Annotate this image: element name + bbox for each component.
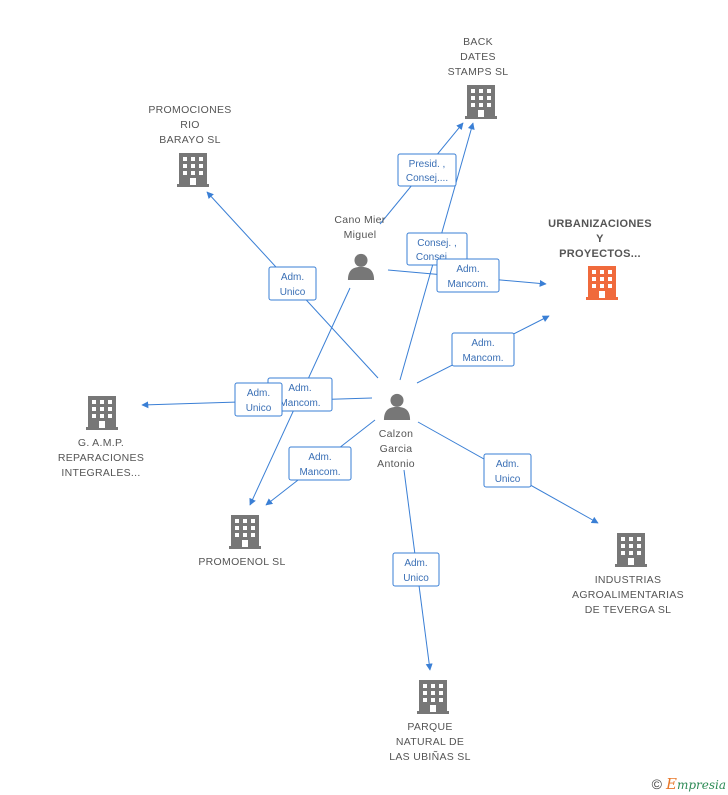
company-node-parque[interactable]: PARQUE NATURAL DE LAS UBIÑAS SL (389, 680, 471, 763)
relation-label-line: Adm. (308, 452, 331, 463)
building-icon (465, 85, 497, 119)
node-label-line: INDUSTRIAS (595, 574, 662, 586)
relation-label-consej[interactable]: Consej. , Consej.... (406, 232, 468, 266)
relation-label-line: Adm. (281, 272, 304, 283)
company-node-gamp[interactable]: G. A.M.P. REPARACIONES INTEGRALES... (58, 396, 144, 479)
node-label-line: Calzon (379, 428, 413, 440)
relation-label-line: Mancom. (279, 398, 320, 409)
node-label-line: DE TEVERGA SL (585, 604, 672, 616)
relation-label-line: Adm. (496, 459, 519, 470)
relation-label-admmancom-cano[interactable]: Adm. Mancom. (436, 258, 500, 293)
node-label-line: URBANIZACIONES (548, 218, 652, 230)
node-label-line: Cano Mier (334, 214, 385, 226)
relation-label-line: Presid. , (409, 159, 446, 170)
brand-logo: Empresia (665, 775, 726, 793)
relation-label-line: Adm. (404, 558, 427, 569)
building-icon (177, 153, 209, 187)
building-icon (615, 533, 647, 567)
node-label-line: Miguel (344, 229, 377, 241)
building-icon (86, 396, 118, 430)
node-label-line: Y (596, 233, 604, 245)
relation-label-line: Adm. (456, 264, 479, 275)
node-label-line: NATURAL DE (396, 736, 464, 748)
relation-label-line: Adm. (288, 383, 311, 394)
node-label-line: RIO (180, 119, 200, 131)
node-label-line: DATES (460, 51, 496, 63)
node-label-line: PROMOCIONES (148, 104, 231, 116)
relation-label-line: Consej.... (406, 173, 448, 184)
person-node-cano[interactable]: Cano Mier Miguel (334, 214, 385, 280)
person-icon (347, 253, 375, 280)
relation-label-admunico-promociones[interactable]: Adm. Unico (268, 266, 317, 301)
node-label-line: STAMPS SL (448, 66, 509, 78)
relation-label-line: Mancom. (462, 353, 503, 364)
node-label-line: REPARACIONES (58, 452, 144, 464)
person-node-calzon[interactable]: Calzon Garcia Antonio (377, 393, 415, 470)
relation-label-admmancom-urban[interactable]: Adm. Mancom. (451, 332, 515, 367)
node-label-line: Antonio (377, 458, 415, 470)
relation-label-admunico-industrias[interactable]: Adm. Unico (483, 453, 532, 488)
relation-label-line: Adm. (247, 388, 270, 399)
relation-label-line: Unico (495, 474, 521, 485)
node-label-line: PARQUE (407, 721, 452, 733)
relation-label-line: Unico (246, 403, 272, 414)
node-label-line: Garcia (380, 443, 413, 455)
edges (141, 122, 599, 671)
copyright-symbol: © (651, 776, 662, 792)
empresia-watermark: ©Empresia (652, 775, 726, 793)
building-icon (417, 680, 449, 714)
company-node-back-dates[interactable]: BACK DATES STAMPS SL (448, 36, 509, 119)
relation-label-line: Consej. , (417, 238, 456, 249)
building-icon (586, 266, 618, 300)
relation-label-admunico-gamp[interactable]: Adm. Unico (234, 382, 283, 417)
node-label-line: BARAYO SL (159, 134, 220, 146)
node-label-line: BACK (463, 36, 493, 48)
node-label-line: PROMOENOL SL (198, 556, 285, 568)
building-icon (229, 515, 261, 549)
node-label-line: AGROALIMENTARIAS (572, 589, 684, 601)
company-node-industrias[interactable]: INDUSTRIAS AGROALIMENTARIAS DE TEVERGA S… (572, 533, 684, 616)
relation-label-line: Unico (280, 287, 306, 298)
relation-label-admunico-parque[interactable]: Adm. Unico (392, 552, 440, 587)
company-node-promoenol[interactable]: PROMOENOL SL (198, 515, 285, 568)
relation-label-admmancom-promoenol[interactable]: Adm. Mancom. (288, 446, 352, 481)
company-node-urbanizaciones[interactable]: URBANIZACIONES Y PROYECTOS... (548, 218, 652, 300)
relation-label-line: Mancom. (299, 467, 340, 478)
relation-label-line: Mancom. (447, 279, 488, 290)
relation-label-presid[interactable]: Presid. , Consej.... (397, 153, 457, 187)
person-icon (383, 393, 411, 420)
company-node-promociones-rio[interactable]: PROMOCIONES RIO BARAYO SL (148, 104, 231, 187)
brand-name: mpresia (676, 778, 726, 792)
node-label-line: PROYECTOS... (559, 248, 641, 260)
brand-initial: E (665, 775, 677, 793)
relation-label-line: Adm. (471, 338, 494, 349)
node-label-line: G. A.M.P. (78, 437, 124, 449)
node-label-line: INTEGRALES... (61, 467, 140, 479)
relation-label-line: Unico (403, 573, 429, 584)
relation-label-line: Consej.... (416, 252, 458, 263)
node-label-line: LAS UBIÑAS SL (389, 750, 471, 763)
